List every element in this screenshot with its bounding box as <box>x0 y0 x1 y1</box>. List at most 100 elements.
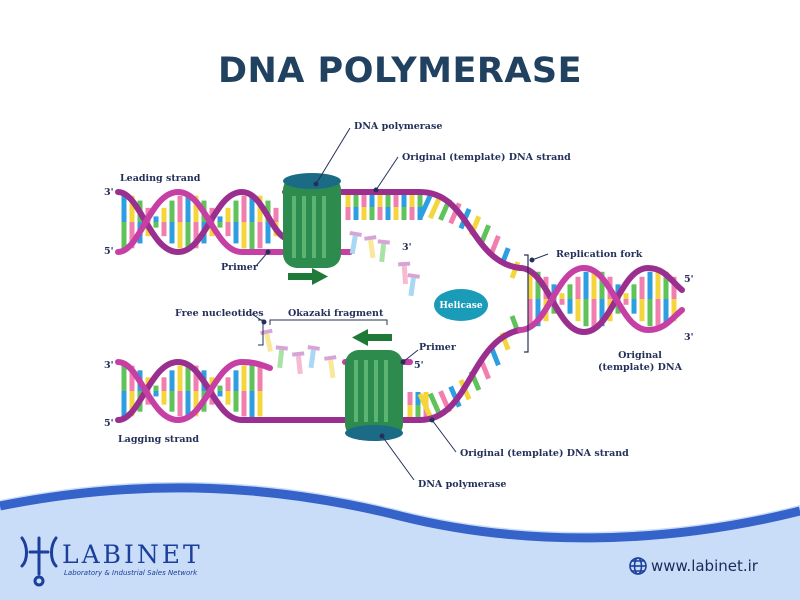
base-pair-template-bottom <box>407 392 413 405</box>
base-pair-template-top <box>345 207 351 220</box>
label-original-template-dna-1: Original <box>618 350 662 361</box>
end-bottom-left-3: 3' <box>104 360 114 371</box>
footer-band <box>0 493 800 600</box>
base-pair-upper <box>233 222 239 244</box>
base-pair-parent <box>631 299 637 314</box>
base-pair-lower <box>193 365 199 391</box>
base-pair-parent <box>671 276 677 299</box>
end-bottom-mid-5: 5' <box>414 360 424 371</box>
page-title: DNA POLYMERASE <box>218 51 582 91</box>
helicase-body <box>434 289 488 321</box>
lower-template-strand <box>342 327 523 423</box>
base-pair-template-bottom <box>407 405 413 418</box>
free-nucleotide <box>349 230 362 255</box>
base-pair-lower <box>233 391 239 412</box>
arrow-right-icon <box>288 268 328 285</box>
base-pair-lower <box>153 385 159 391</box>
base-pair-upper <box>249 194 255 222</box>
helicase-label: Helicase <box>439 301 482 311</box>
base-pair-template-bottom <box>423 392 429 405</box>
base-pair-template-top <box>369 194 375 207</box>
arrow-left-icon <box>352 329 392 346</box>
base-pair-template-top <box>401 207 407 220</box>
base-pair-template-top <box>369 207 375 220</box>
base-pair-template-top <box>353 194 359 207</box>
label-dna-polymerase-bottom: DNA polymerase <box>418 479 506 490</box>
base-pair-template-bottom <box>415 392 421 405</box>
polymerase-bottom-cap <box>345 425 403 441</box>
base-pair-lower <box>257 391 263 417</box>
base-pair-upper <box>225 207 231 222</box>
base-pair-parent <box>599 299 605 327</box>
base-pair-parent <box>559 293 565 299</box>
base-pair-upper <box>257 222 263 249</box>
free-nucleotide <box>324 355 337 379</box>
base-pair-template-top <box>377 207 383 220</box>
base-pair-lower <box>225 391 231 405</box>
base-pair-upper <box>273 207 279 222</box>
free-nucleotide <box>364 235 377 259</box>
base-pair-upper <box>121 194 127 222</box>
base-fork-bottom <box>489 346 501 367</box>
polymerase-top-cap <box>283 173 341 189</box>
end-bottom-left-5: 5' <box>104 418 114 429</box>
base-pair-upper <box>177 195 183 222</box>
brand-tagline: Laboratory & Industrial Sales Network <box>64 569 198 577</box>
base-pair-upper <box>121 222 127 250</box>
base-pair-lower <box>193 391 199 417</box>
base-pair-upper <box>185 222 191 250</box>
label-leading-strand: Leading strand <box>120 173 201 184</box>
base-pair-lower <box>177 365 183 391</box>
base-fork-top <box>448 202 462 225</box>
end-top-left-5: 5' <box>104 246 114 257</box>
parent-strand-b <box>517 264 685 334</box>
free-nucleotide <box>377 239 390 263</box>
base-pair-parent <box>583 299 589 327</box>
base-pair-parent <box>567 284 573 299</box>
helicase: Helicase <box>434 289 488 321</box>
label-free-nucleotides: Free nucleotides <box>175 308 264 319</box>
free-nucleotide <box>275 345 288 369</box>
base-pair-parent <box>639 299 645 322</box>
base-fork-top <box>417 194 433 220</box>
base-pair-upper <box>161 222 167 237</box>
base-pair-parent <box>631 284 637 299</box>
base-pair-parent <box>527 270 533 299</box>
globe-icon <box>629 557 647 575</box>
base-pair-lower <box>161 391 167 405</box>
dna-polymerase-bottom <box>345 350 403 441</box>
base-pair-upper <box>217 222 223 228</box>
base-pair-upper <box>177 222 183 249</box>
label-original-template-dna-2: (template) DNA <box>598 362 683 373</box>
base-fork-bottom <box>417 392 433 418</box>
website-url[interactable]: www.labinet.ir <box>651 557 759 575</box>
base-pair-upper <box>225 222 231 237</box>
upper-left-strand-b <box>115 188 288 255</box>
base-pair-upper <box>153 222 159 228</box>
base-pair-parent <box>591 299 597 328</box>
base-pair-template-top <box>377 194 383 207</box>
base-fork-top <box>489 235 501 255</box>
base-pair-parent <box>655 270 661 299</box>
free-nucleotide <box>292 351 305 375</box>
base-pair-parent <box>671 299 677 322</box>
base-pair-template-top <box>393 207 399 220</box>
base-pair-upper <box>169 222 175 244</box>
base-pair-parent <box>663 299 669 327</box>
base-pair-template-top <box>393 194 399 207</box>
base-fork-top <box>427 195 443 220</box>
base-pair-lower <box>177 391 183 417</box>
base-pair-parent <box>535 271 541 299</box>
base-pair-lower <box>121 391 127 418</box>
base-pair-upper <box>153 216 159 222</box>
base-pair-template-top <box>361 194 367 207</box>
footer-wave-line <box>0 483 800 543</box>
base-pair-parent <box>599 271 605 299</box>
base-pair-upper <box>169 200 175 222</box>
base-pair-parent <box>527 299 533 328</box>
label-replication-fork: Replication fork <box>556 249 643 260</box>
base-pair-lower <box>129 391 135 417</box>
footer: LABINET Laboratory & Industrial Sales Ne… <box>0 481 800 600</box>
base-pair-lower <box>185 391 191 418</box>
free-nucleotides <box>260 230 420 379</box>
